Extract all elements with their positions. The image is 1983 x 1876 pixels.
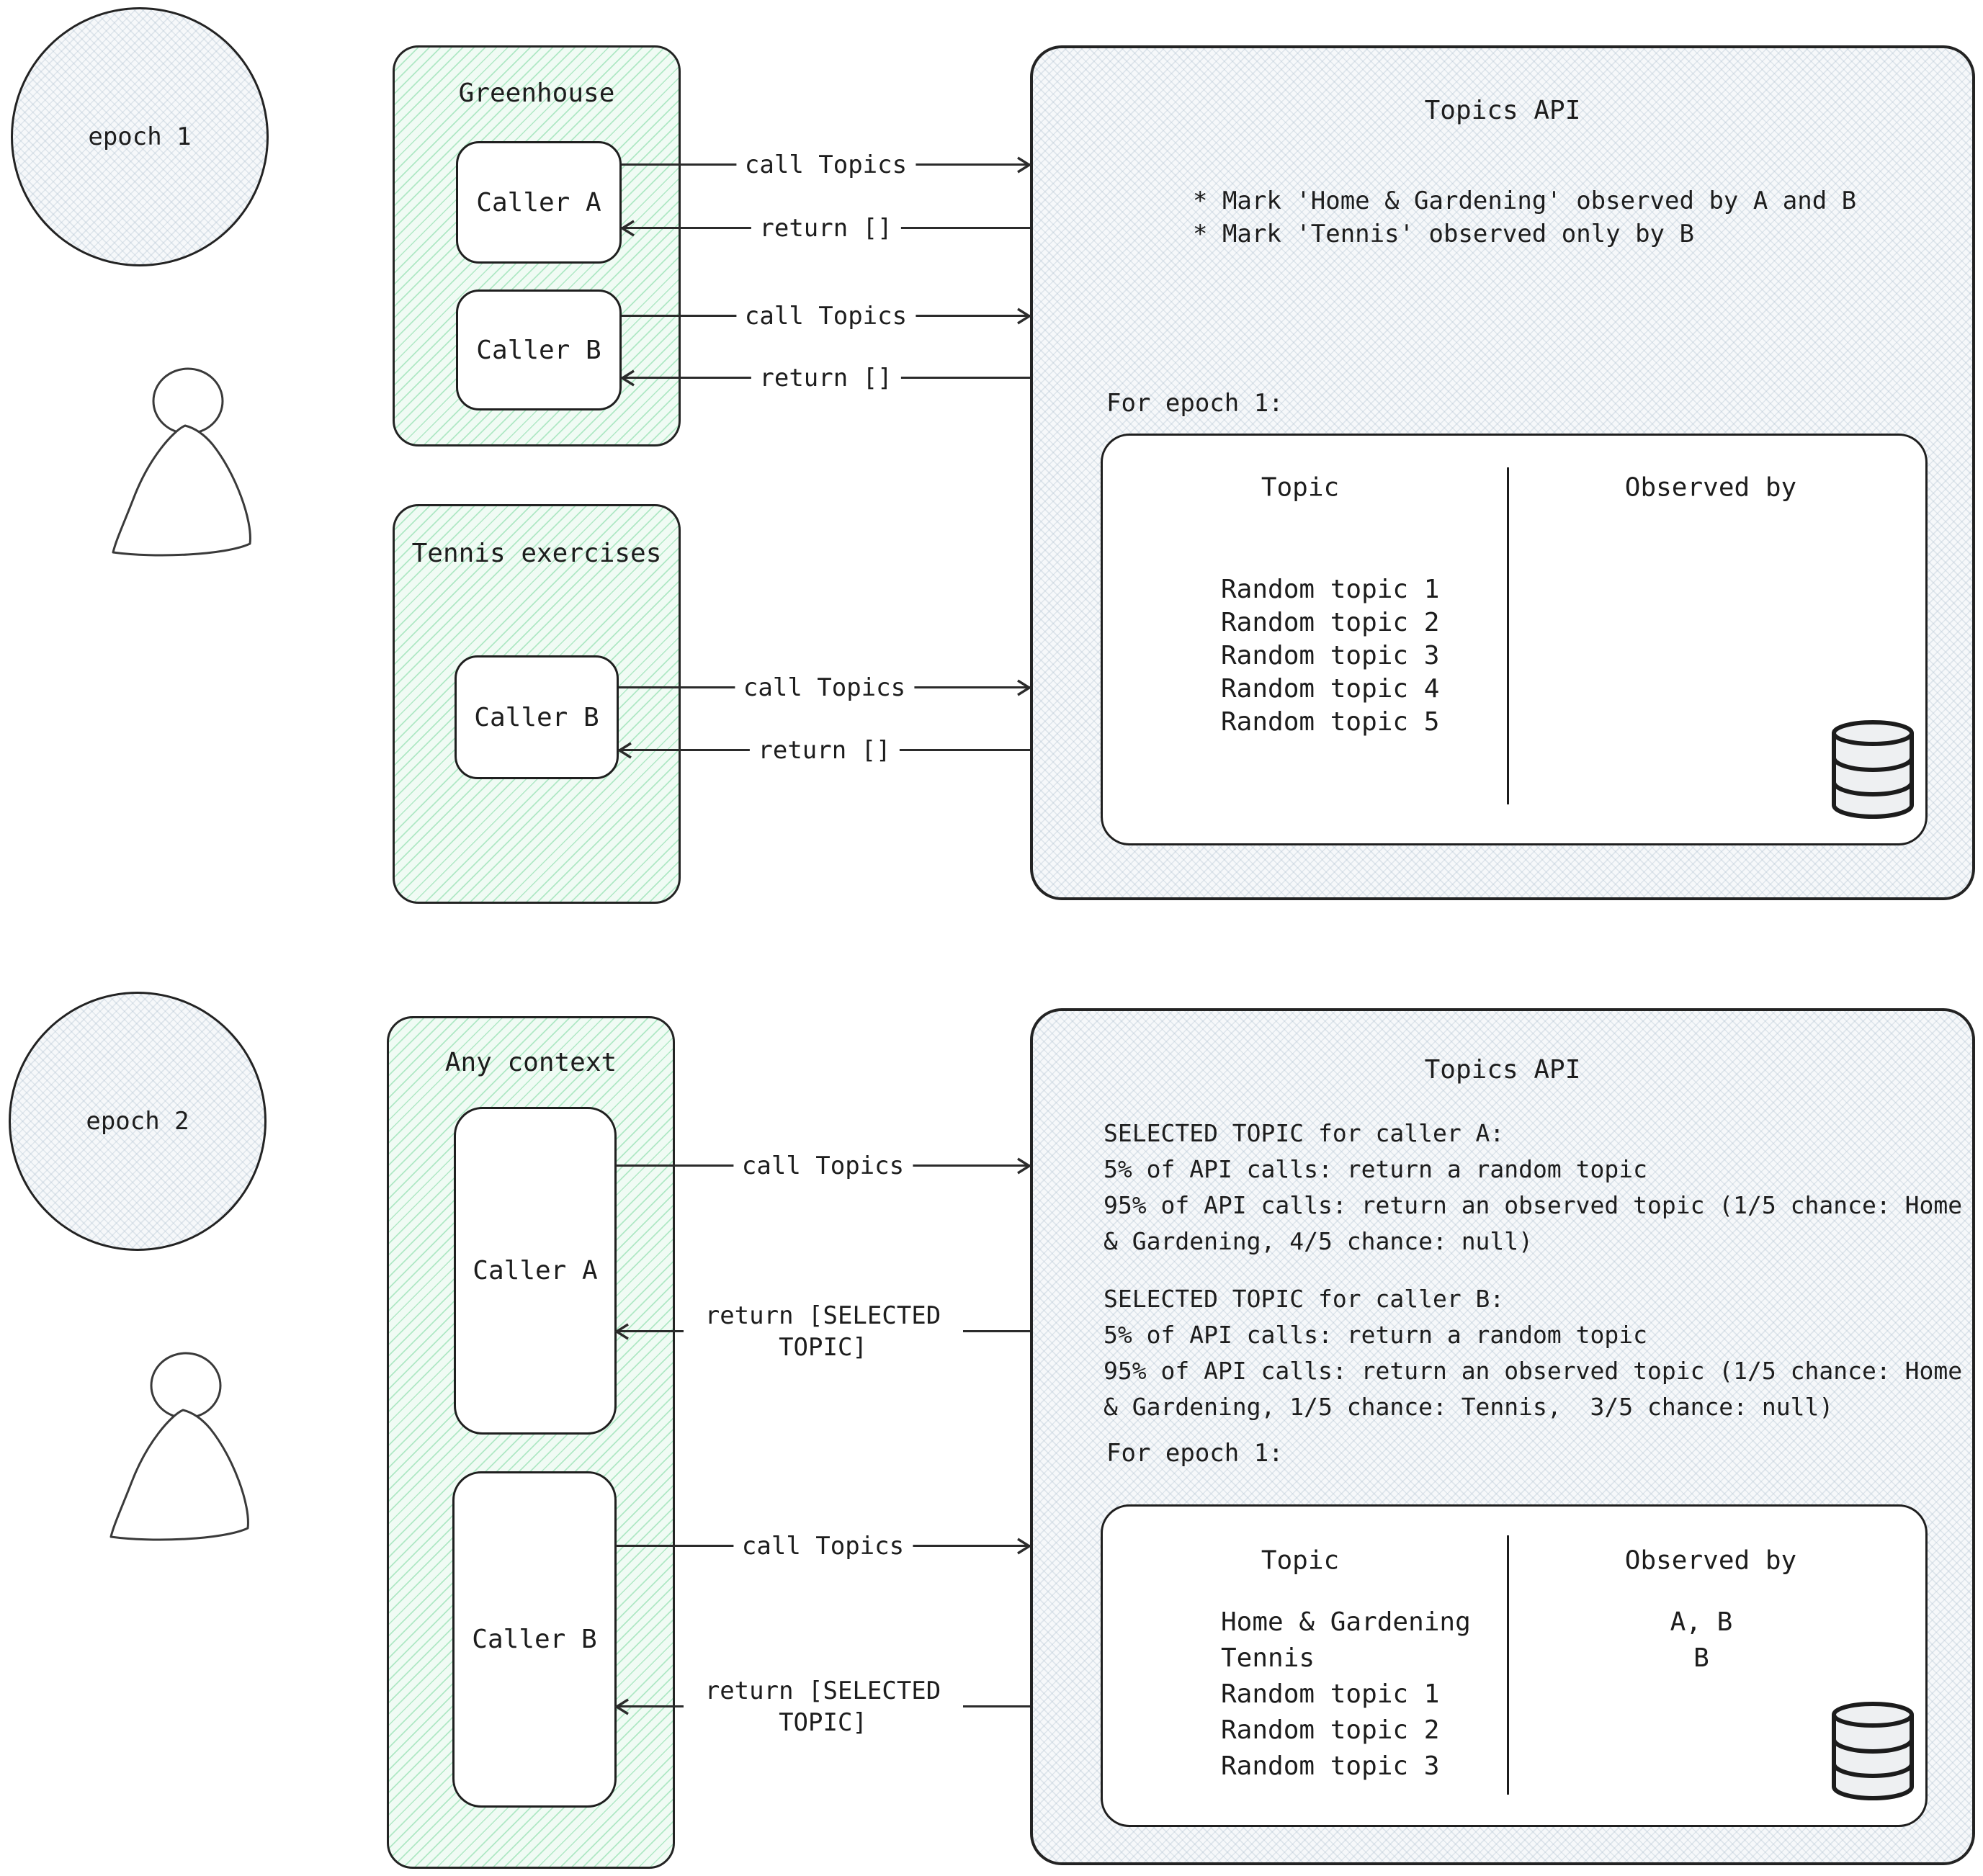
arrowhead-left-icon xyxy=(614,1698,629,1715)
arrow-label: call Topics xyxy=(733,1149,913,1182)
arrow-tennis-call: call Topics xyxy=(619,671,1032,704)
column-header-topic: Topic xyxy=(1261,1545,1340,1576)
context-any-title: Any context xyxy=(444,1048,617,1077)
context-any: Any context xyxy=(387,1016,675,1869)
arrow-caller-a-return: return [] xyxy=(619,212,1030,244)
caller-b-label: Caller B xyxy=(476,335,601,365)
person-icon xyxy=(109,1352,249,1541)
topics-api-title: Topics API xyxy=(1424,96,1581,125)
caller-a-box-any-context: Caller A xyxy=(454,1107,617,1435)
epoch1-circle: epoch 1 xyxy=(11,7,269,266)
topic-cell: Random topic 3 xyxy=(1221,1751,1440,1781)
arrow-caller-b-return-epoch2: return [SELECTED TOPIC] xyxy=(614,1673,1030,1740)
topic-cell: Home & Gardening xyxy=(1221,1607,1471,1637)
caller-a-label: Caller A xyxy=(476,187,601,217)
arrow-caller-a-return-epoch2: return [SELECTED TOPIC] xyxy=(614,1298,1030,1365)
arrowhead-left-icon xyxy=(619,369,635,387)
topic-cell: Random topic 3 xyxy=(1221,641,1440,670)
epoch1-label: epoch 1 xyxy=(88,122,192,151)
arrowhead-right-icon xyxy=(1017,308,1032,325)
topics-api-box-epoch2: Topics API SELECTED TOPIC for caller A: … xyxy=(1030,1008,1975,1865)
api-note: * Mark 'Home & Gardening' observed by A … xyxy=(1193,187,1857,215)
arrow-label: call Topics xyxy=(734,671,915,704)
observed-cell: A, B xyxy=(1670,1607,1733,1637)
epoch2-circle: epoch 2 xyxy=(9,992,267,1251)
arrow-label: return [] xyxy=(749,734,900,766)
topic-cell: Random topic 1 xyxy=(1221,1679,1440,1709)
selection-rules: SELECTED TOPIC for caller A: 5% of API c… xyxy=(1104,1116,1962,1425)
arrowhead-right-icon xyxy=(1017,156,1032,174)
arrowhead-left-icon xyxy=(614,1323,629,1340)
column-header-observed-by: Observed by xyxy=(1624,472,1797,503)
caller-b-label: Caller B xyxy=(472,1625,597,1654)
caller-b-box-any-context: Caller B xyxy=(452,1471,617,1808)
arrow-caller-a-call-epoch2: call Topics xyxy=(616,1149,1032,1182)
arrow-label: call Topics xyxy=(735,148,916,181)
arrowhead-left-icon xyxy=(617,742,632,759)
arrow-label: return [SELECTED TOPIC] xyxy=(683,1298,963,1365)
rule-line: SELECTED TOPIC for caller B: xyxy=(1104,1285,1505,1313)
epoch-heading: For epoch 1: xyxy=(1106,389,1284,418)
arrow-caller-b-call: call Topics xyxy=(622,300,1032,332)
epoch-heading: For epoch 1: xyxy=(1106,1439,1284,1468)
arrowhead-right-icon xyxy=(1017,1157,1032,1175)
rule-line: SELECTED TOPIC for caller A: xyxy=(1104,1119,1505,1147)
caller-a-label: Caller A xyxy=(473,1256,598,1285)
database-icon xyxy=(1832,720,1914,819)
column-header-observed-by: Observed by xyxy=(1624,1545,1797,1576)
column-divider xyxy=(1507,467,1509,804)
arrow-label: call Topics xyxy=(733,1530,913,1562)
arrow-caller-b-return: return [] xyxy=(619,362,1030,394)
arrow-label: return [SELECTED TOPIC] xyxy=(683,1673,963,1740)
topics-table-epoch1: Topic Observed by Random topic 1 Random … xyxy=(1101,434,1928,845)
topic-cell: Random topic 2 xyxy=(1221,608,1440,637)
database-icon xyxy=(1832,1702,1914,1800)
api-note: * Mark 'Tennis' observed only by B xyxy=(1193,220,1694,248)
topic-cell: Random topic 4 xyxy=(1221,674,1440,704)
rule-line: & Gardening, 4/5 chance: null) xyxy=(1104,1227,1534,1255)
arrow-label: return [] xyxy=(751,362,901,394)
arrow-caller-a-call: call Topics xyxy=(622,148,1032,181)
caller-b-box-tennis: Caller B xyxy=(455,655,619,779)
arrowhead-left-icon xyxy=(619,220,635,237)
context-greenhouse-title: Greenhouse xyxy=(458,78,615,108)
caller-b-box-greenhouse: Caller B xyxy=(456,290,622,410)
arrow-tennis-return: return [] xyxy=(617,734,1030,766)
epoch2-label: epoch 2 xyxy=(86,1107,189,1136)
caller-a-box-greenhouse: Caller A xyxy=(456,141,622,264)
topics-table-epoch2: Topic Observed by Home & Gardening A, B … xyxy=(1101,1504,1928,1827)
rule-line xyxy=(1104,1260,1962,1281)
context-tennis-title: Tennis exercises xyxy=(411,539,662,568)
topic-cell: Tennis xyxy=(1221,1643,1315,1673)
arrow-label: return [] xyxy=(751,212,901,244)
arrow-caller-b-call-epoch2: call Topics xyxy=(616,1530,1032,1562)
arrowhead-right-icon xyxy=(1017,679,1032,696)
topic-cell: Random topic 5 xyxy=(1221,707,1440,737)
topic-cell: Random topic 1 xyxy=(1221,575,1440,604)
rule-line: 95% of API calls: return an observed top… xyxy=(1104,1357,1963,1385)
column-header-topic: Topic xyxy=(1261,472,1340,503)
api-notes: * Mark 'Home & Gardening' observed by A … xyxy=(1193,184,1856,251)
person-icon xyxy=(112,367,251,557)
rule-line: 5% of API calls: return a random topic xyxy=(1104,1155,1647,1183)
rule-line: 5% of API calls: return a random topic xyxy=(1104,1321,1647,1349)
rule-line: 95% of API calls: return an observed top… xyxy=(1104,1191,1963,1219)
observed-cell: B xyxy=(1693,1643,1709,1673)
topics-api-title: Topics API xyxy=(1424,1055,1581,1085)
column-divider xyxy=(1507,1535,1509,1795)
topics-api-box-epoch1: Topics API * Mark 'Home & Gardening' obs… xyxy=(1030,45,1975,900)
topic-cell: Random topic 2 xyxy=(1221,1715,1440,1745)
arrow-label: call Topics xyxy=(735,300,916,332)
arrowhead-right-icon xyxy=(1017,1538,1032,1555)
rule-line: & Gardening, 1/5 chance: Tennis, 3/5 cha… xyxy=(1104,1393,1834,1421)
caller-b-label: Caller B xyxy=(474,702,599,732)
